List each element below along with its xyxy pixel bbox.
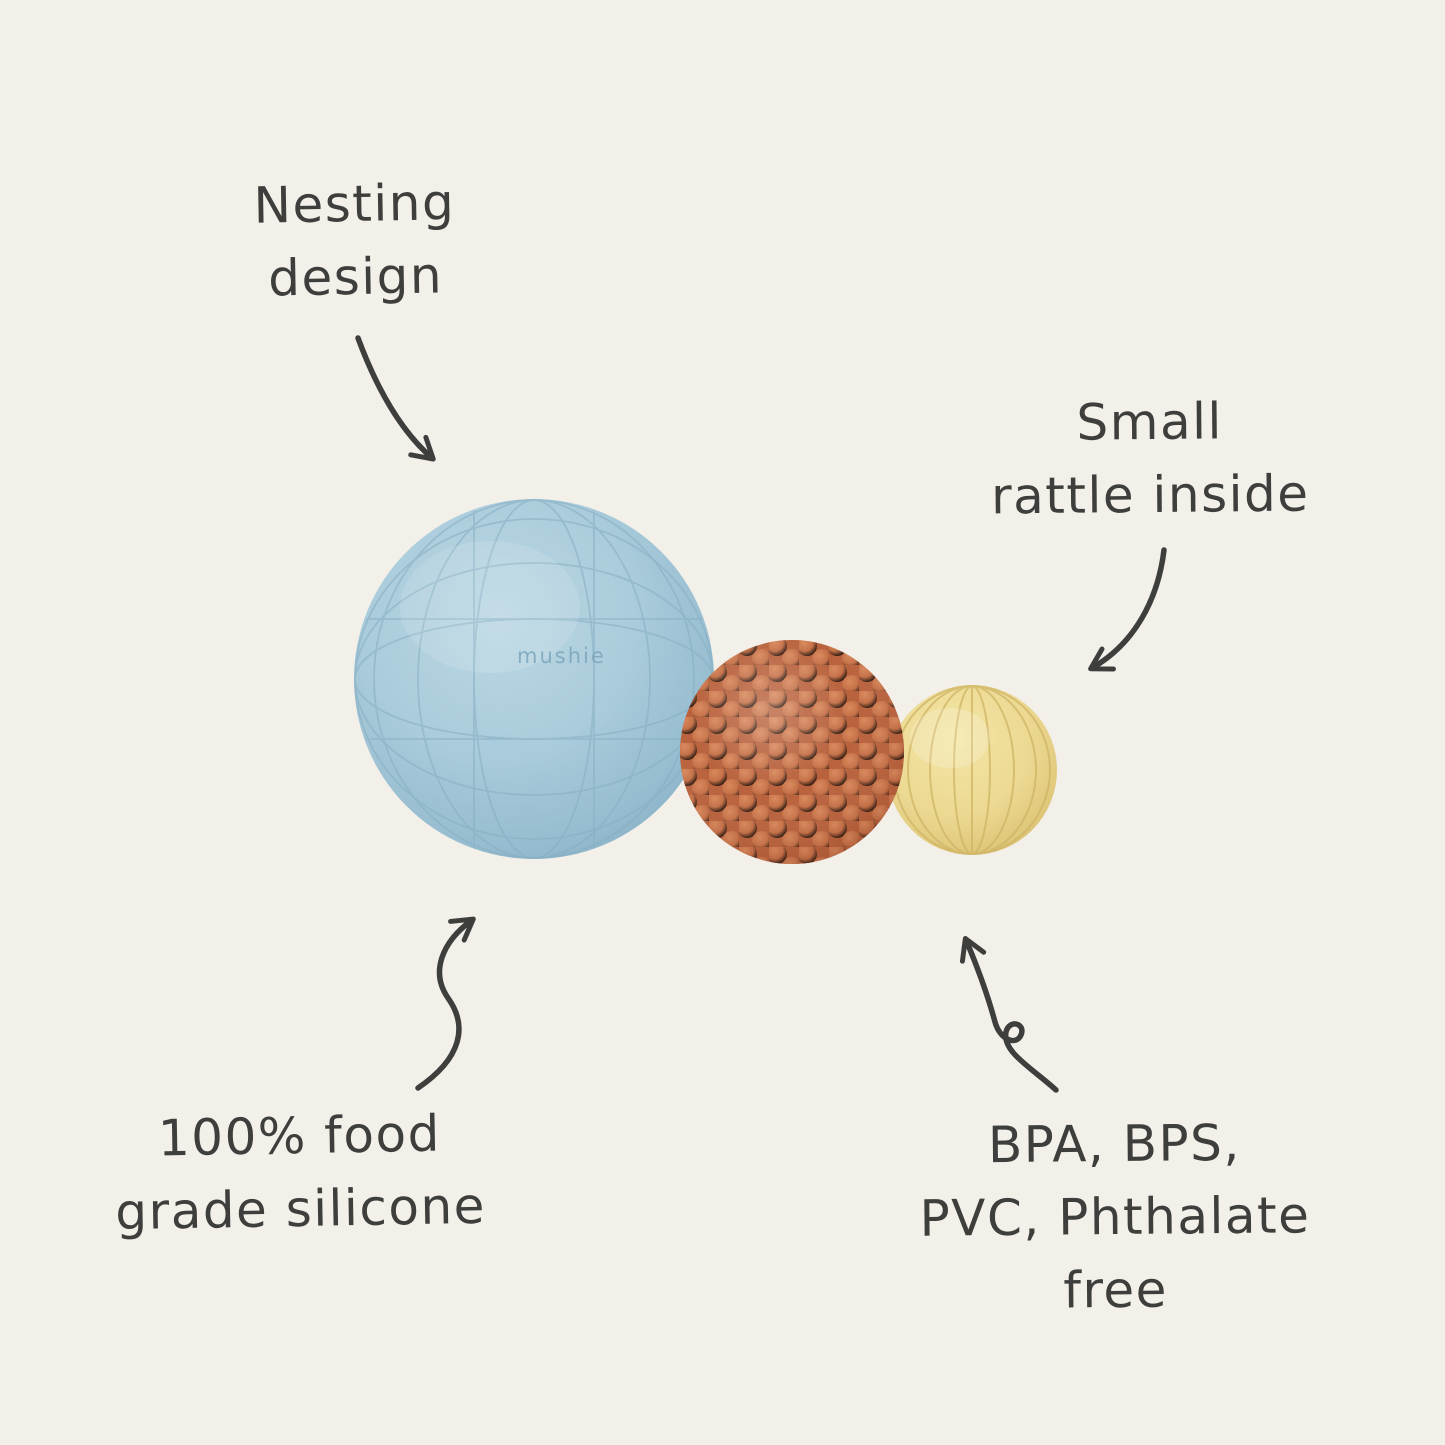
blue-ball-body	[354, 499, 714, 859]
annotation-line: free	[1063, 1260, 1169, 1320]
annotation-line: design	[267, 246, 444, 308]
annotation-line: rattle inside	[990, 464, 1310, 526]
blue-faceted-ball: mushie	[354, 499, 714, 859]
terracotta-textured-ball	[680, 640, 904, 864]
blue-ball-highlight	[400, 541, 580, 673]
orange-ball-shading	[680, 640, 904, 864]
arrow-nesting-to-blue-ball	[355, 335, 436, 462]
brand-embossed-text: mushie	[517, 644, 606, 668]
annotation-line: BPA, BPS,	[987, 1113, 1242, 1175]
arrow-rattle-to-yellow-ball	[1088, 547, 1167, 672]
annotation-line: Small	[1076, 392, 1224, 452]
arrow-silicone-to-blue-ball	[415, 916, 476, 1091]
yellow-ball-highlight	[910, 708, 990, 768]
annotation-chemical-free: BPA, BPS, PVC, Phthalate free	[864, 1106, 1366, 1329]
arrow-chemfree-to-yellow-ball	[959, 936, 1059, 1093]
annotation-food-grade-silicone: 100% food grade silicone	[39, 1095, 561, 1250]
annotation-line: grade silicone	[114, 1176, 487, 1242]
annotation-nesting-design: Nesting design	[119, 164, 591, 318]
blue-ball-facet-lines	[354, 499, 714, 859]
annotation-small-rattle: Small rattle inside	[899, 384, 1400, 534]
annotation-line: Nesting	[253, 173, 456, 235]
yellow-ridged-ball	[887, 685, 1057, 855]
annotation-line: 100% food	[157, 1104, 442, 1168]
annotation-line: PVC, Phthalate	[919, 1186, 1311, 1248]
